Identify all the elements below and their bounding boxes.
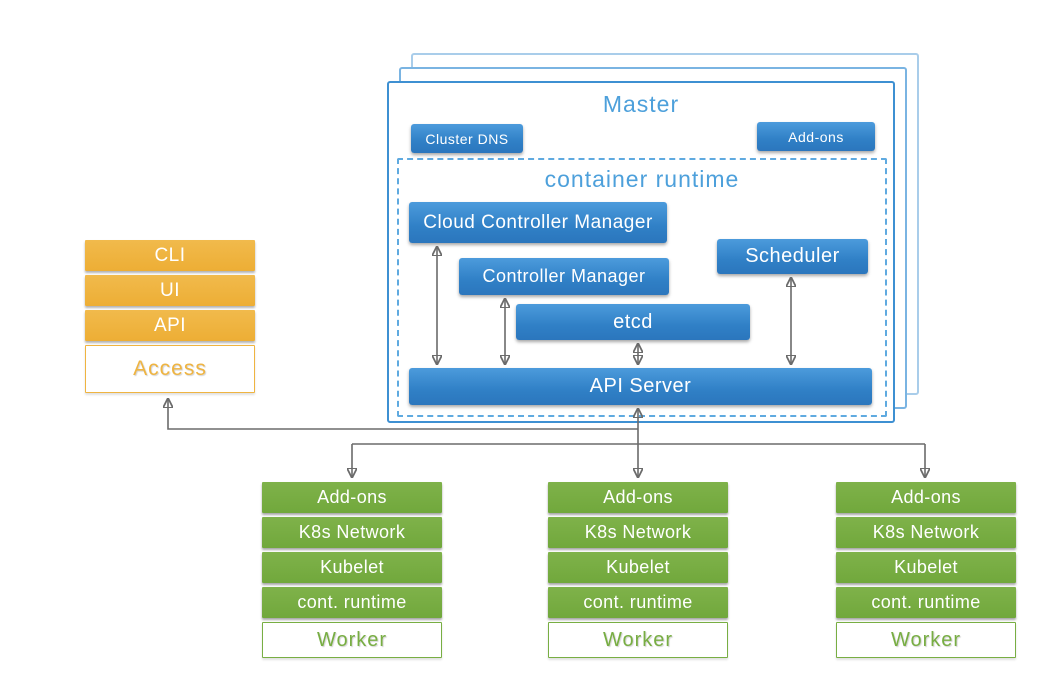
container-runtime-box: container runtime Cloud Controller Manag… (397, 158, 887, 417)
master-title: Master (602, 91, 680, 117)
worker-row-addons: Add-ons (548, 482, 728, 513)
master-addons-box: Add-ons (757, 122, 875, 151)
access-item-api: API (85, 310, 255, 341)
worker-row-kubelet: Kubelet (262, 552, 442, 583)
worker-row-k8s-network: K8s Network (262, 517, 442, 548)
controller-manager-box: Controller Manager (459, 258, 669, 295)
worker-row-k8s-network: K8s Network (548, 517, 728, 548)
api-server-box: API Server (409, 368, 872, 405)
container-runtime-label: container runtime (544, 166, 740, 192)
worker-row-cont-runtime: cont. runtime (262, 587, 442, 618)
worker-stack-2: Add-ons K8s Network Kubelet cont. runtim… (548, 482, 728, 658)
worker-row-cont-runtime: cont. runtime (548, 587, 728, 618)
etcd-box: etcd (516, 304, 750, 340)
worker-row-cont-runtime: cont. runtime (836, 587, 1016, 618)
cloud-controller-manager-box: Cloud Controller Manager (409, 202, 667, 243)
worker-stack-1: Add-ons K8s Network Kubelet cont. runtim… (262, 482, 442, 658)
worker-row-k8s-network: K8s Network (836, 517, 1016, 548)
access-label-box: Access (85, 345, 255, 393)
access-item-ui: UI (85, 275, 255, 306)
cluster-dns-box: Cluster DNS (411, 124, 523, 153)
worker-row-kubelet: Kubelet (548, 552, 728, 583)
worker-label-box: Worker (262, 622, 442, 658)
access-stack: CLI UI API Access (85, 240, 255, 393)
worker-label-box: Worker (836, 622, 1016, 658)
worker-row-addons: Add-ons (262, 482, 442, 513)
worker-stack-3: Add-ons K8s Network Kubelet cont. runtim… (836, 482, 1016, 658)
worker-row-kubelet: Kubelet (836, 552, 1016, 583)
master-node: Master Cluster DNS Add-ons container run… (387, 81, 895, 423)
worker-label-box: Worker (548, 622, 728, 658)
worker-row-addons: Add-ons (836, 482, 1016, 513)
access-item-cli: CLI (85, 240, 255, 271)
scheduler-box: Scheduler (717, 239, 868, 274)
